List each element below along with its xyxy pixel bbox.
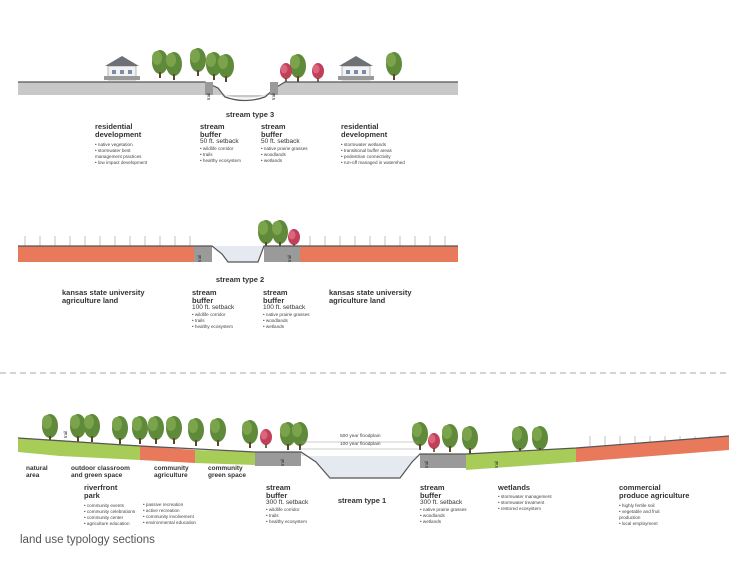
stream1-buffer-right-block: stream buffer 300 ft. setback • native p… (420, 483, 467, 524)
floodplain-100-label: 100 year floodplain (340, 442, 381, 447)
stream-type-2-label: stream type 2 (215, 275, 265, 284)
stream-water (222, 93, 268, 99)
wetlands-block: wetlands • stormwater management • storm… (498, 483, 552, 511)
community-green-label: community green space (208, 465, 246, 479)
stream-type-1-label: stream type 1 (337, 496, 387, 505)
trail-block (270, 82, 278, 95)
trail-label: trail (280, 458, 285, 466)
trail-label: trail (271, 92, 276, 100)
community-ag-band (140, 446, 195, 463)
natural-area-label: natural area (26, 465, 48, 479)
trail-block (264, 246, 300, 262)
stream1-buffer-left-block: stream buffer 300 ft. setback • wildlife… (266, 483, 309, 524)
natural-area-band (18, 438, 60, 456)
trail-label: trail (424, 460, 429, 468)
trail-label: trail (206, 92, 211, 100)
community-ag-label: community agriculture (154, 465, 189, 479)
residential-right-block: residential development • stormwater wet… (341, 122, 405, 165)
commercial-block: commercial produce agriculture • highly … (619, 483, 690, 526)
ground-profile (18, 82, 458, 97)
ag-right-block: kansas state university agriculture land (329, 288, 412, 305)
house-icon (103, 55, 141, 81)
trail-block (255, 452, 301, 466)
riverfront-park-block: riverfront park • community events • com… (84, 483, 136, 526)
house-icon (337, 55, 375, 81)
community-green-band (195, 450, 255, 465)
trail-block (194, 246, 212, 262)
residential-left-block: residential development • native vegetat… (95, 122, 148, 165)
page-caption: land use typology sections (20, 534, 155, 546)
agriculture-band (18, 246, 194, 262)
trail-label: trail (287, 254, 292, 262)
stream3-buffer-left-block: stream buffer 50 ft. setback • wildlife … (200, 122, 241, 163)
trail-label: trail (197, 254, 202, 262)
wetlands-band (466, 448, 576, 470)
riverfront-park-bullets-b: • passive recreation • active recreation… (143, 502, 196, 525)
ag-left-block: kansas state university agriculture land (62, 288, 145, 305)
section-stream-type-1 (17, 414, 729, 479)
stream2-buffer-left-block: stream buffer 100 ft. setback • wildlife… (192, 288, 235, 329)
floodplain-500-label: 500 year floodplain (340, 434, 381, 439)
section-stream-type-3 (18, 48, 458, 102)
fence-posts (24, 236, 446, 246)
stream2-buffer-right-block: stream buffer 100 ft. setback • native p… (263, 288, 310, 329)
trail-label: trail (494, 460, 499, 468)
section-stream-type-2 (18, 220, 458, 263)
stream3-buffer-right-block: stream buffer 50 ft. setback • native pr… (261, 122, 308, 163)
stream-type-3-label: stream type 3 (225, 110, 275, 119)
trail-block (420, 454, 466, 468)
outdoor-classroom-label: outdoor classroom and green space (71, 465, 130, 479)
trail-block (205, 82, 213, 95)
agriculture-band (300, 246, 458, 262)
stream-water (301, 452, 420, 478)
commercial-band (576, 436, 729, 462)
stream-water (212, 246, 264, 262)
trail-label: trail (63, 430, 68, 438)
